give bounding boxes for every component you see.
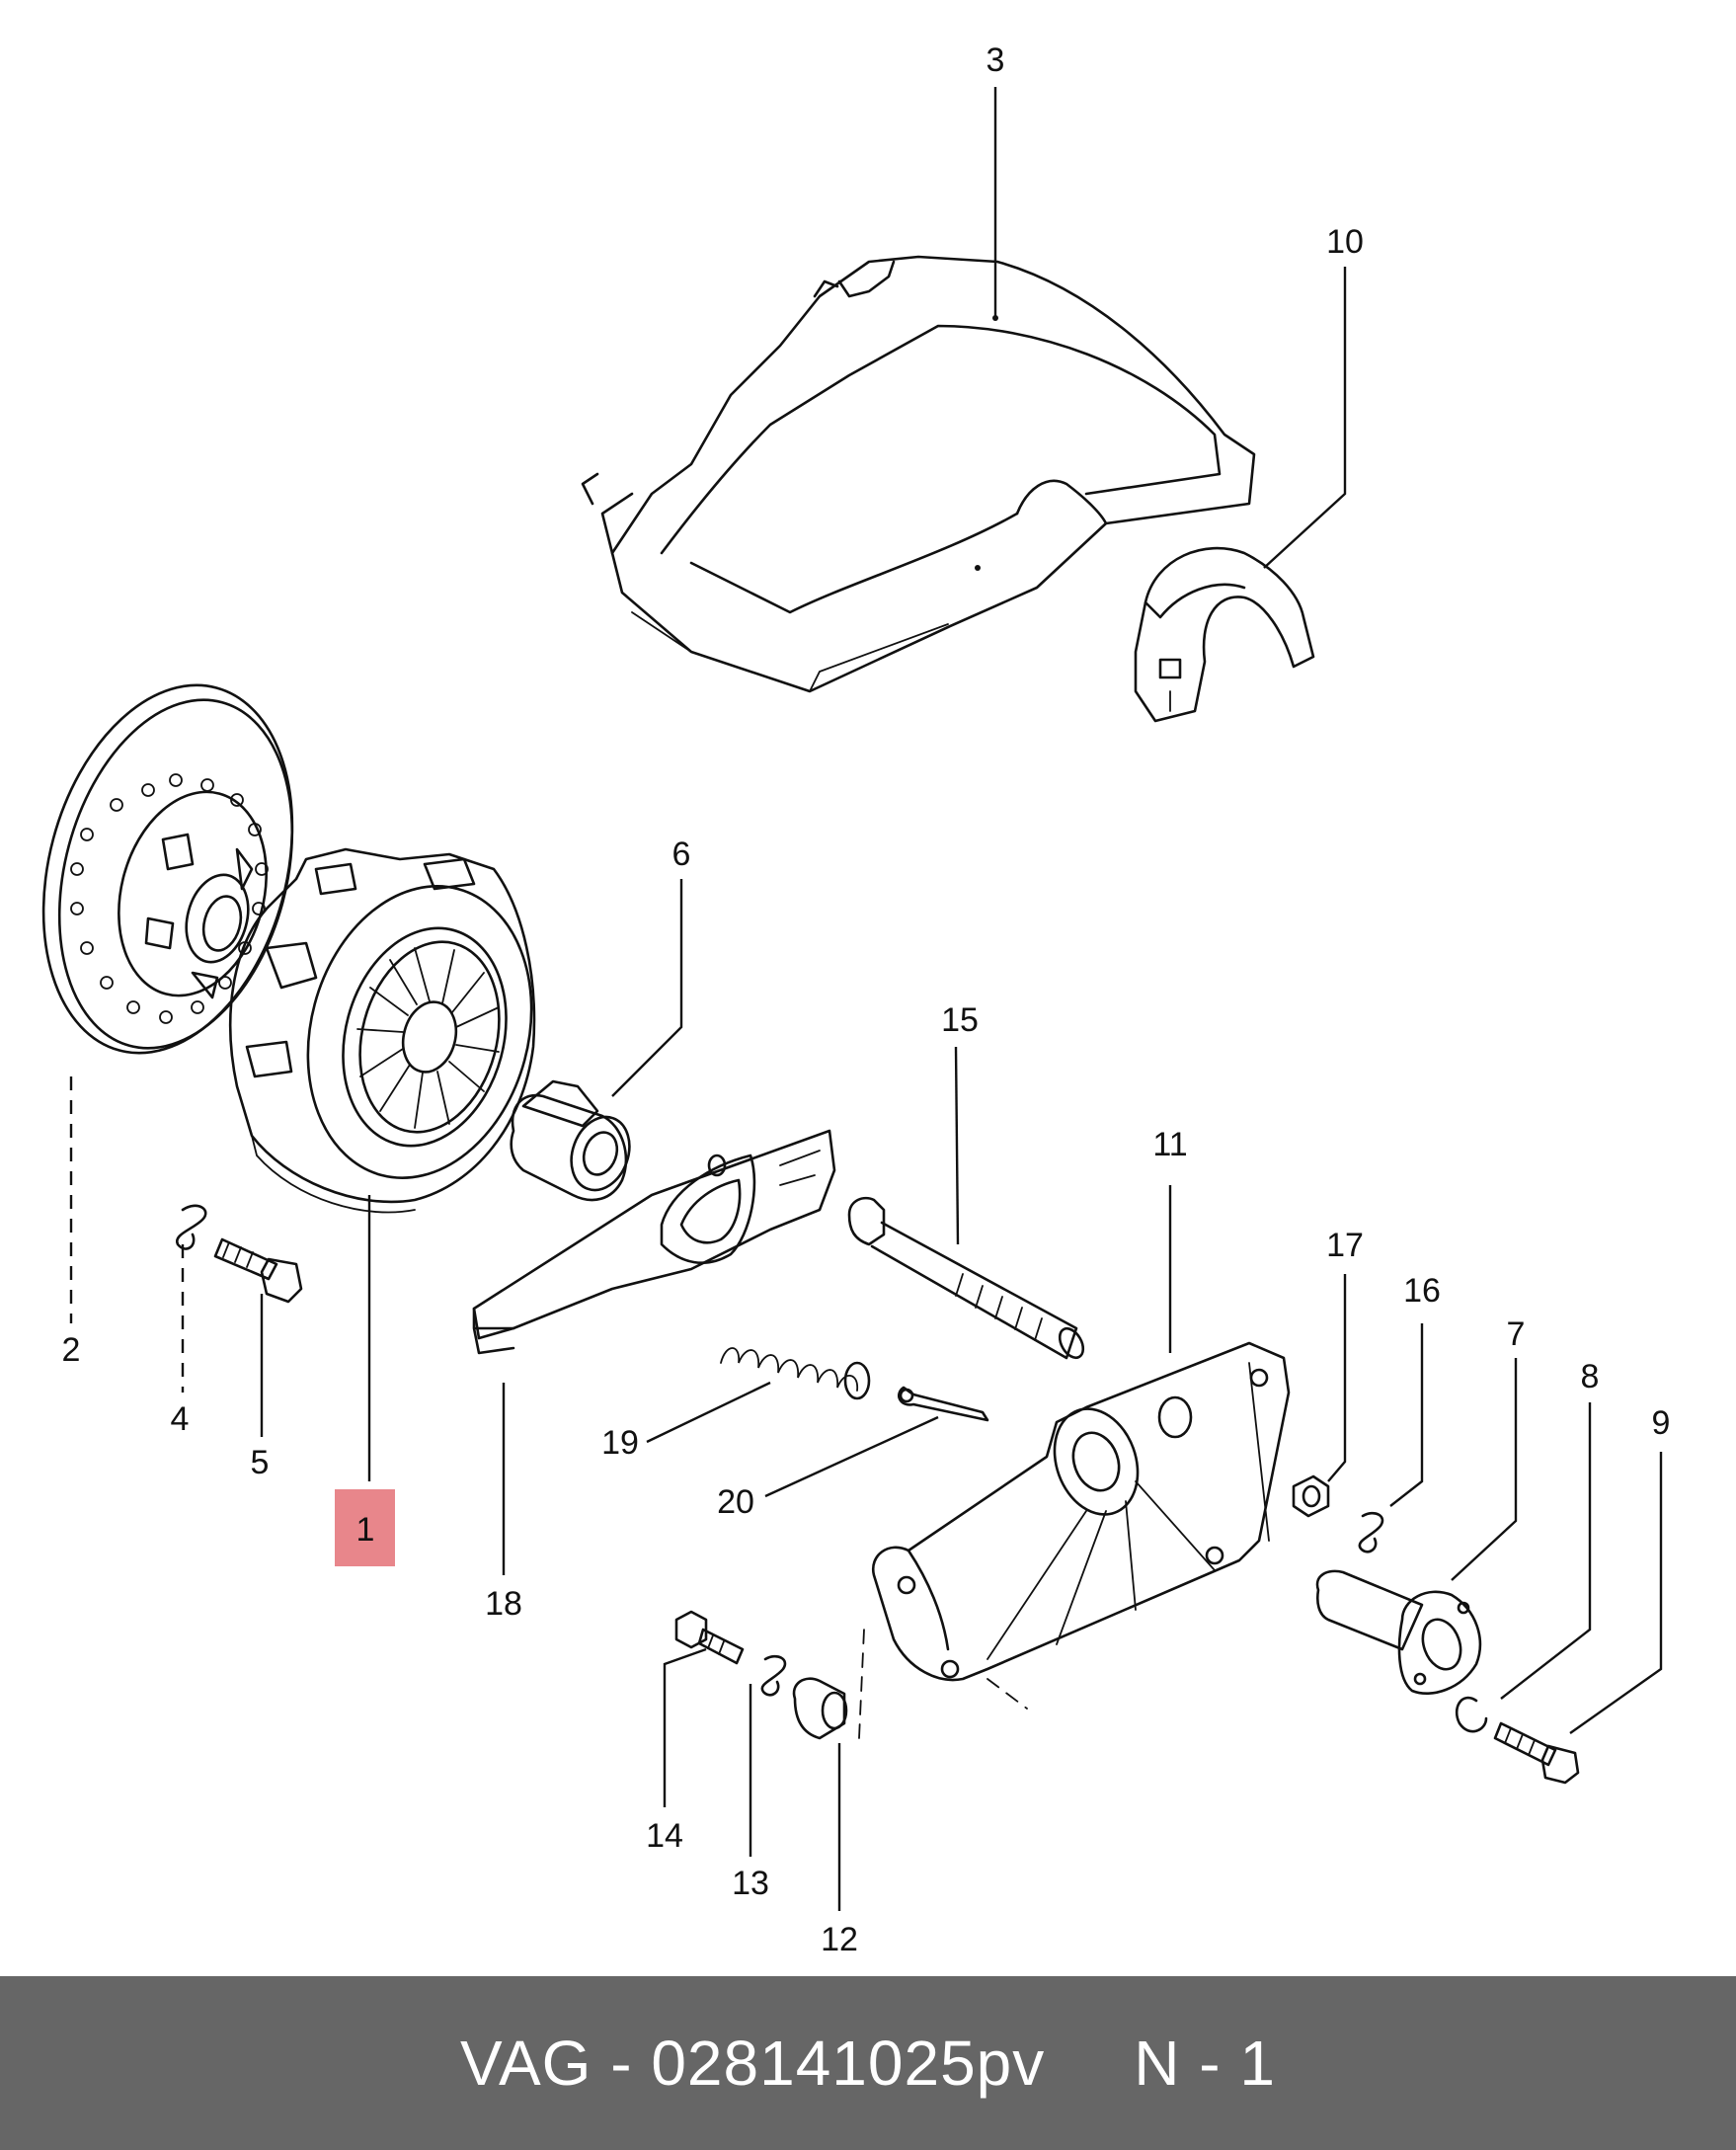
callout-1[interactable]: 1 [356,1511,375,1549]
part-14-bolt [674,1610,745,1665]
part-1-pressure-plate [228,847,536,1214]
callout-6[interactable]: 6 [672,836,691,873]
callout-8[interactable]: 8 [1581,1358,1600,1395]
callout-5[interactable]: 5 [251,1444,270,1481]
part-9-bolt [1493,1721,1580,1785]
part-8-circlip [1455,1696,1488,1733]
exploded-parts-diagram: 1 2 3 4 5 6 7 8 9 10 11 12 13 14 15 16 1… [41,41,1671,1958]
callout-11[interactable]: 11 [1152,1126,1187,1163]
callout-4[interactable]: 4 [171,1400,190,1438]
part-18-release-lever [472,1129,836,1355]
footer-page-ref: N - 1 [1134,2028,1276,2099]
callout-13[interactable]: 13 [732,1865,769,1902]
part-12-bushing [792,1629,865,1740]
part-3-housing-cover [581,255,1256,693]
part-7-guide-sleeve [1315,1569,1482,1695]
callout-7[interactable]: 7 [1507,1315,1526,1353]
part-10-shield [1134,546,1315,723]
callout-16[interactable]: 16 [1403,1272,1441,1310]
part-11-bearing-housing [871,1341,1291,1710]
footer-part-number: VAG - 028141025pv [460,2028,1046,2099]
part-16-washer [1358,1511,1384,1553]
part-13-washer [760,1654,787,1697]
part-20-pin [898,1386,989,1422]
callout-10[interactable]: 10 [1326,223,1364,261]
callout-19[interactable]: 19 [601,1424,639,1462]
part-4-lock-washer [175,1204,207,1250]
leader-lines [69,87,1663,1911]
part-2-clutch-disc [41,683,294,1055]
callout-18[interactable]: 18 [485,1585,522,1623]
callout-14[interactable]: 14 [646,1817,683,1855]
callout-3[interactable]: 3 [986,41,1005,79]
footer-bar: VAG - 028141025pv N - 1 [0,1976,1736,2150]
callout-17[interactable]: 17 [1326,1227,1364,1264]
part-19-spring [720,1347,871,1400]
callout-12[interactable]: 12 [821,1921,858,1958]
part-6-release-bearing [510,1079,631,1202]
part-15-long-bolt [847,1196,1085,1360]
callout-9[interactable]: 9 [1652,1404,1671,1442]
callout-labels: 1 2 3 4 5 6 7 8 9 10 11 12 13 14 15 16 1… [62,41,1671,1958]
part-17-nut [1292,1474,1330,1518]
callout-15[interactable]: 15 [941,1001,979,1039]
callout-2[interactable]: 2 [62,1331,81,1369]
callout-20[interactable]: 20 [717,1483,754,1521]
callout-1-highlight [335,1489,395,1566]
part-5-bolt [213,1237,303,1304]
